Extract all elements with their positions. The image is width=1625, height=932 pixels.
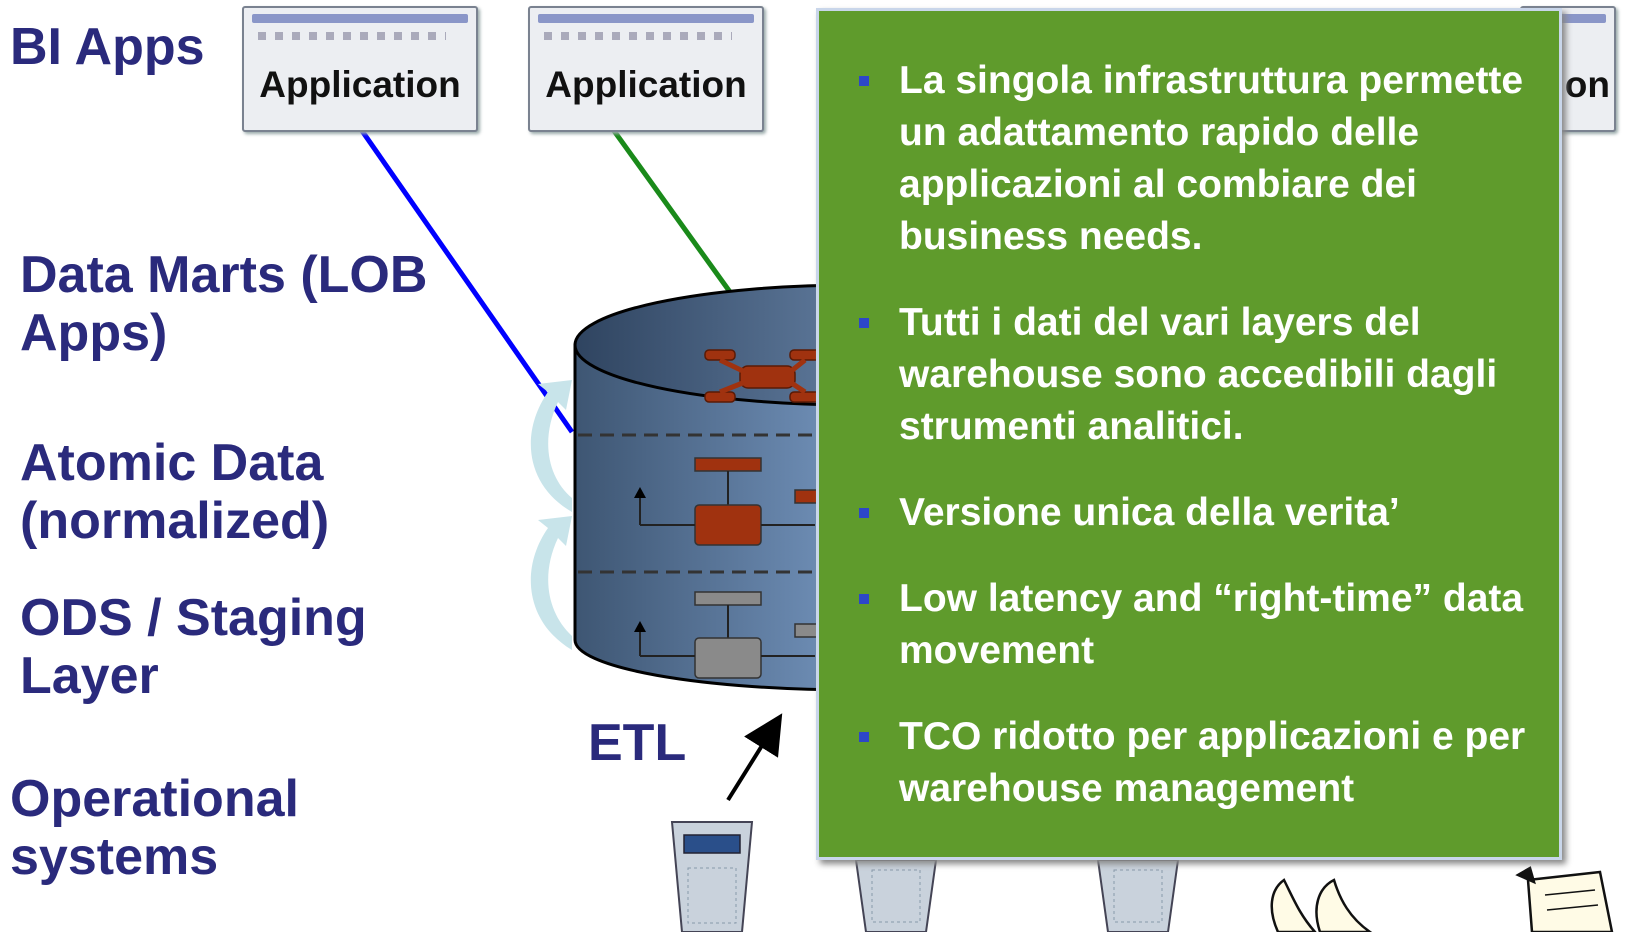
label-data-marts: Data Marts (LOB Apps)	[20, 246, 427, 362]
label-operational-systems: Operational systems	[10, 770, 299, 886]
label-operational-line2: systems	[10, 828, 219, 887]
document-icon	[1515, 866, 1614, 932]
toolbar-icons	[544, 32, 732, 40]
label-ods-staging: ODS / Staging Layer	[20, 589, 367, 705]
server-icon	[670, 821, 754, 932]
label-bi-apps: BI Apps	[10, 18, 205, 76]
window-titlebar	[538, 14, 754, 23]
label-ods-staging-line2: Layer	[20, 647, 159, 706]
toolbar-icons	[258, 32, 446, 40]
label-ods-staging-line1: ODS / Staging	[20, 589, 367, 647]
application-label: Application	[259, 64, 461, 105]
label-operational-line1: Operational	[10, 770, 299, 828]
benefit-item: Tutti i dati del vari layers del warehou…	[855, 297, 1529, 453]
hands-clipart-icon	[1270, 878, 1373, 932]
server-icon	[854, 859, 938, 932]
connector-blue-line	[357, 126, 575, 434]
data-mart-star-schema-icon	[704, 349, 821, 403]
benefit-item: Versione unica della verita’	[855, 487, 1529, 539]
benefits-panel: La singola infrastruttura permette un ad…	[816, 8, 1562, 860]
label-atomic-data: Atomic Data (normalized)	[20, 434, 329, 550]
server-icon	[1096, 859, 1180, 932]
label-atomic-data-line2: (normalized)	[20, 492, 330, 551]
benefit-item: La singola infrastruttura permette un ad…	[855, 55, 1529, 263]
label-atomic-data-line1: Atomic Data	[20, 434, 324, 492]
connector-green-line	[609, 126, 733, 294]
benefit-item: TCO ridotto per applicazioni e per wareh…	[855, 711, 1529, 815]
flow-arrow-icon	[530, 380, 572, 650]
label-data-marts-line1: Data Marts (LOB	[20, 246, 428, 304]
benefits-list: La singola infrastruttura permette un ad…	[819, 11, 1559, 815]
application-label: on	[1564, 64, 1610, 105]
etl-arrow-icon	[726, 713, 783, 802]
label-etl: ETL	[588, 714, 687, 772]
application-window-2: Application	[528, 6, 764, 132]
application-window-1: Application	[242, 6, 478, 132]
benefit-item: Low latency and “right-time” data moveme…	[855, 573, 1529, 677]
label-data-marts-line2: Apps)	[20, 304, 168, 363]
application-label: Application	[545, 64, 747, 105]
window-titlebar	[252, 14, 468, 23]
window-titlebar	[1530, 14, 1606, 23]
